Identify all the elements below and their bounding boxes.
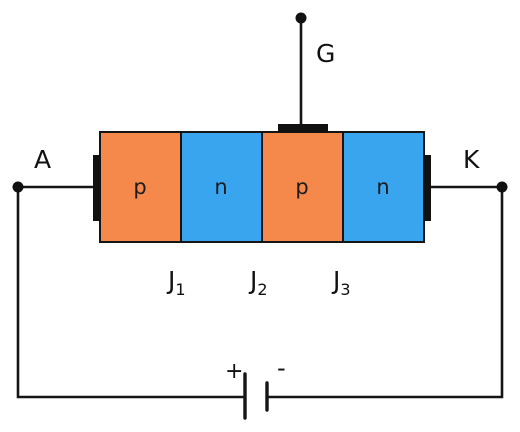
gate-label: G <box>316 39 335 68</box>
layer-label-1: p <box>133 175 146 199</box>
layer-label-3: p <box>295 175 308 199</box>
battery-positive-sign: + <box>225 359 243 384</box>
junction-3-index: 3 <box>340 280 350 299</box>
junction-2-index: 2 <box>257 280 267 299</box>
layer-label-4: n <box>376 175 389 199</box>
gate-contact <box>278 124 328 133</box>
anode-label: A <box>34 145 51 174</box>
junction-2-letter: J <box>248 266 257 295</box>
anode-circuit-wire <box>16 185 245 399</box>
junction-3-letter: J <box>331 266 340 295</box>
layer-p-anode <box>99 131 182 243</box>
junction-label-1: J1 <box>166 266 186 299</box>
cathode-contact <box>423 155 431 221</box>
layer-label-2: n <box>214 175 227 199</box>
junction-1-index: 1 <box>175 280 185 299</box>
cathode-label: K <box>463 145 480 174</box>
junction-label-2: J2 <box>248 266 268 299</box>
layer-n-1 <box>180 131 263 243</box>
cathode-circuit-wire <box>266 185 504 399</box>
cathode-terminal-dot <box>496 181 508 193</box>
battery-symbol <box>243 372 269 420</box>
battery-negative-sign: - <box>277 354 286 382</box>
anode-terminal-dot <box>12 181 24 193</box>
junction-label-3: J3 <box>331 266 351 299</box>
gate-terminal-dot <box>295 12 307 24</box>
anode-contact <box>93 155 101 221</box>
junction-1-letter: J <box>166 266 175 295</box>
